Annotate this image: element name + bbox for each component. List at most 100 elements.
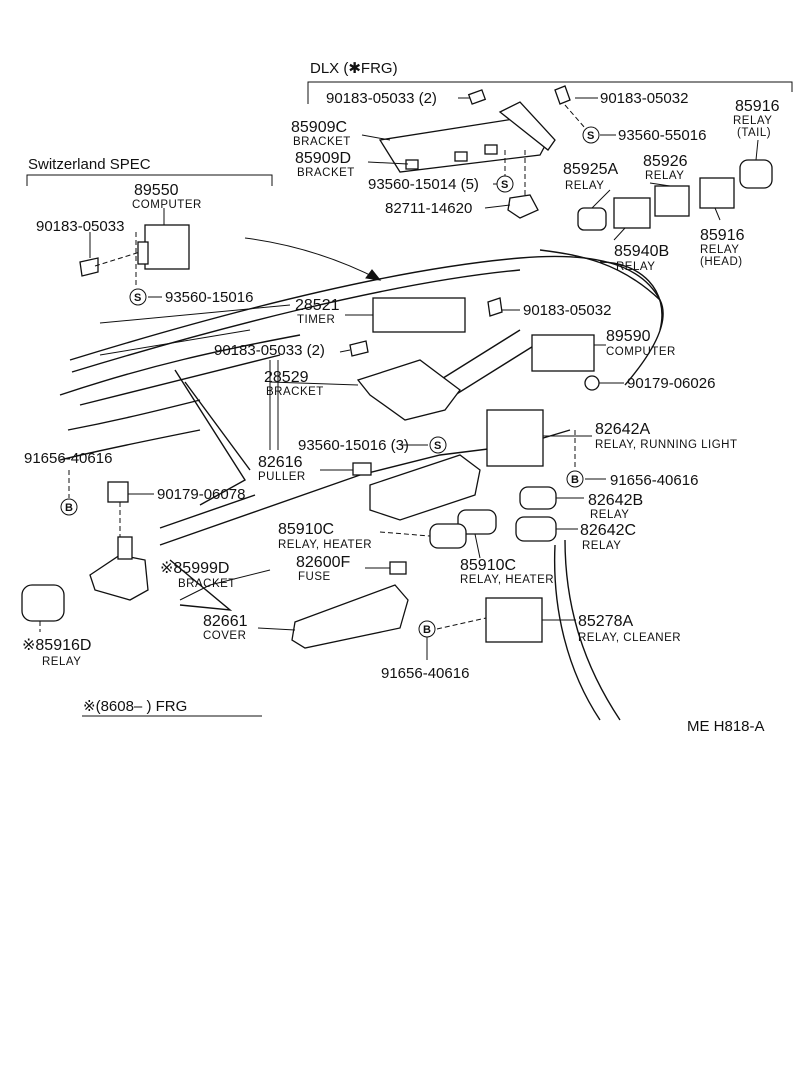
label-82711-14620: 82711-14620 [385, 200, 472, 217]
label-85925a: 85925A [563, 161, 618, 178]
svg-text:B: B [571, 474, 579, 486]
label-90183-05032-b: 90183-05032 [523, 302, 611, 319]
svg-text:S: S [134, 292, 141, 304]
diagram-code: ME H818-A [687, 718, 765, 735]
computer-89590-shape [531, 334, 595, 372]
label-85916d: ※85916D [22, 637, 91, 654]
svg-text:RELAY, HEATER: RELAY, HEATER [460, 574, 554, 586]
label-85999d: ※85999D [160, 560, 229, 577]
cover-82661-shape [291, 584, 409, 649]
label-85916-head: 85916 [700, 227, 745, 244]
fuse-82600f-shape [389, 561, 407, 575]
svg-text:RELAY, HEATER: RELAY, HEATER [278, 539, 372, 551]
footnote-group: ※(8608– ) FRG ME H818-A [82, 698, 765, 735]
svg-text:PULLER: PULLER [258, 471, 306, 483]
switzerland-spec-group: Switzerland SPEC [26, 156, 273, 186]
svg-text:RELAY: RELAY [565, 180, 604, 192]
label-93560-55016: 93560-55016 [618, 127, 706, 144]
svg-text:RELAY: RELAY [645, 170, 684, 182]
label-89590: 89590 [606, 328, 651, 345]
label-90183-05033-b: 90183-05033 [36, 218, 124, 235]
label-85909c: 85909C [291, 119, 347, 136]
label-82600f: 82600F [296, 554, 350, 571]
label-93560-15016-b: 93560-15016 (3) [298, 437, 409, 454]
relay-85910c-a-shape [429, 523, 467, 549]
label-82642b: 82642B [588, 492, 643, 509]
label-93560-15016-a: 93560-15016 [165, 289, 253, 306]
relay-82642b-shape [519, 486, 557, 510]
svg-text:TIMER: TIMER [297, 314, 335, 326]
computer-89550-shape [144, 224, 190, 270]
svg-text:COVER: COVER [203, 630, 246, 642]
svg-text:RELAY: RELAY [733, 115, 772, 127]
label-28521: 28521 [295, 297, 340, 314]
label-85909d: 85909D [295, 150, 351, 167]
svg-text:(TAIL): (TAIL) [737, 127, 771, 139]
label-90179-06026: 90179-06026 [627, 375, 715, 392]
label-85910c-a: 85910C [278, 521, 334, 538]
label-85278a: 85278A [578, 613, 633, 630]
leader-lines [39, 97, 759, 660]
svg-text:RELAY: RELAY [700, 244, 739, 256]
puller-82616-shape [352, 462, 372, 476]
svg-text:RELAY: RELAY [42, 656, 81, 668]
label-85926: 85926 [643, 153, 688, 170]
dlx-frg-header: DLX (✱FRG) [310, 60, 398, 77]
svg-text:BRACKET: BRACKET [266, 386, 324, 398]
svg-text:B: B [65, 502, 73, 514]
relay-82642a-shape [486, 409, 544, 467]
svg-text:RELAY: RELAY [616, 261, 655, 273]
label-82642a: 82642A [595, 421, 650, 438]
label-90183-05033-a: 90183-05033 (2) [326, 90, 437, 107]
svg-text:S: S [501, 179, 508, 191]
relay-85916-head-shape [699, 177, 735, 209]
svg-text:S: S [434, 440, 441, 452]
svg-text:BRACKET: BRACKET [178, 578, 236, 590]
switzerland-spec-header: Switzerland SPEC [28, 156, 151, 173]
dlx-frg-group: DLX (✱FRG) [307, 60, 793, 104]
svg-text:RELAY, CLEANER: RELAY, CLEANER [578, 632, 681, 644]
svg-text:RELAY: RELAY [582, 540, 621, 552]
label-91656-40616-b: 91656-40616 [610, 472, 698, 489]
timer-28521-shape [372, 297, 466, 333]
svg-text:COMPUTER: COMPUTER [132, 199, 202, 211]
label-91656-40616-a: 91656-40616 [24, 450, 112, 467]
relay-85910c-b-shape [457, 509, 497, 535]
svg-text:S: S [587, 130, 594, 142]
label-91656-40616-c: 91656-40616 [381, 665, 469, 682]
relay-85926-shape [654, 185, 690, 217]
parts [21, 85, 773, 649]
relay-85925a-shape [577, 207, 607, 231]
svg-text:RELAY: RELAY [590, 509, 629, 521]
label-85940b: 85940B [614, 243, 669, 260]
label-82661: 82661 [203, 613, 248, 630]
bracket-85999d-shape [89, 554, 149, 601]
label-85916-tail: 85916 [735, 98, 780, 115]
svg-text:RELAY, RUNNING LIGHT: RELAY, RUNNING LIGHT [595, 439, 738, 451]
label-82642c: 82642C [580, 522, 636, 539]
label-90179-06078: 90179-06078 [157, 486, 245, 503]
label-82616: 82616 [258, 454, 303, 471]
relay-82642c-shape [515, 516, 557, 542]
part-labels: 90183-05033 (2) 90183-05032 85916 RELAY … [22, 90, 780, 682]
label-93560-15014: 93560-15014 (5) [368, 176, 479, 193]
svg-text:COMPUTER: COMPUTER [606, 346, 676, 358]
label-90183-05033-c: 90183-05033 (2) [214, 342, 325, 359]
label-28529: 28529 [264, 369, 309, 386]
svg-text:BRACKET: BRACKET [293, 136, 351, 148]
dashboard-outline [59, 237, 664, 721]
label-85910c-b: 85910C [460, 557, 516, 574]
label-89550: 89550 [134, 182, 179, 199]
svg-text:FUSE: FUSE [298, 571, 331, 583]
relay-85278a-shape [485, 597, 543, 643]
relay-85940b-shape [613, 197, 651, 229]
frg-note: ※(8608– ) FRG [83, 698, 187, 715]
svg-text:(HEAD): (HEAD) [700, 256, 743, 268]
symbols: S S S S B B B [60, 126, 600, 638]
bracket-28529-shape [356, 359, 461, 421]
relay-85916d-shape [21, 584, 65, 622]
svg-text:B: B [423, 624, 431, 636]
relay-85916-tail-shape [739, 159, 773, 189]
label-90183-05032-a: 90183-05032 [600, 90, 688, 107]
